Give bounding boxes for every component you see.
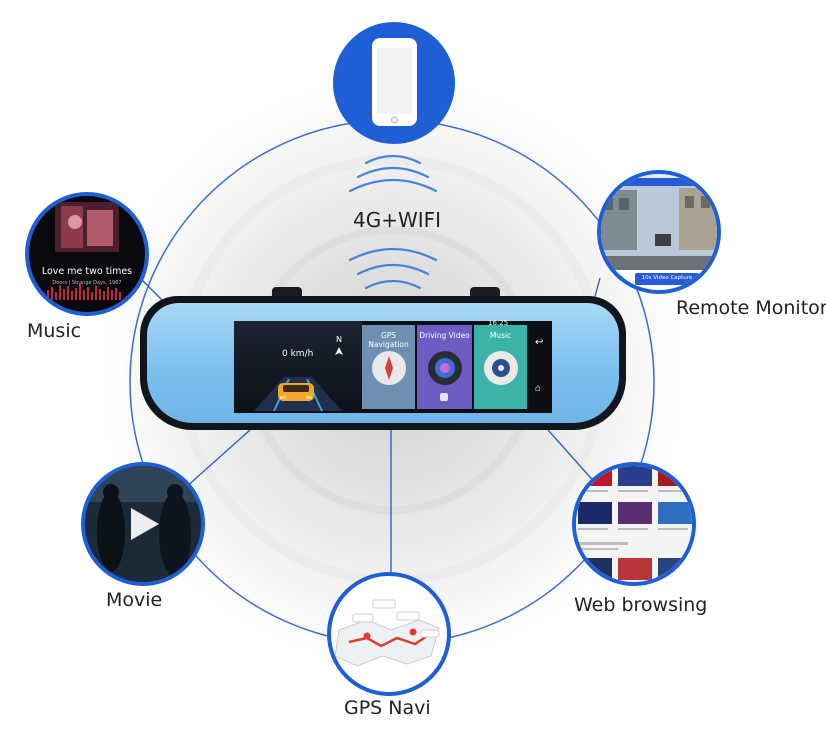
- music-tile[interactable]: Music: [474, 325, 527, 409]
- driving-tile-title: Driving Video: [419, 331, 470, 340]
- speaker-icon: [483, 351, 518, 385]
- wifi-waves-bottom: [348, 247, 438, 290]
- video-grid: [576, 466, 692, 582]
- folded-map-icon: [334, 599, 440, 667]
- web-browsing-thumbnail[interactable]: [572, 462, 696, 586]
- wifi-waves-top: [348, 154, 438, 193]
- music-song-title: Love me two times: [41, 266, 133, 277]
- driving-video-tile[interactable]: Driving Video: [417, 325, 472, 409]
- remote-monitor-thumbnail[interactable]: 10s Video Capture: [597, 170, 721, 294]
- camera-lens-icon: [427, 351, 462, 385]
- connectivity-label: 4G+WIFI: [353, 208, 442, 232]
- compass-north: N: [336, 335, 342, 344]
- mirror-screen: N 0 km/h GPS Navigation: [234, 321, 552, 413]
- back-icon[interactable]: ↩: [535, 337, 544, 348]
- movie-thumbnail[interactable]: [81, 462, 205, 586]
- play-icon[interactable]: [123, 504, 163, 544]
- rearview-mirror-device: N 0 km/h GPS Navigation: [140, 296, 626, 430]
- feature-label-music: Music: [27, 320, 82, 342]
- gps-tile-title: GPS Navigation: [368, 331, 409, 349]
- music-art: [47, 202, 121, 300]
- feature-label-gps-navi: GPS Navi: [344, 697, 431, 719]
- phone-circle: [333, 22, 455, 144]
- record-indicator-icon: [440, 393, 448, 401]
- mirror-surface: N 0 km/h GPS Navigation: [147, 303, 619, 423]
- speed-panel: N 0 km/h: [234, 321, 362, 413]
- music-tile-title: Music: [489, 331, 512, 340]
- movie-scene: [85, 466, 201, 582]
- music-song-subtitle: Doors | Strange Days, 1967: [52, 280, 122, 286]
- feature-label-remote-monitor: Remote Monitor: [676, 297, 826, 319]
- compass-arrow-icon: [335, 347, 343, 355]
- gps-navi-thumbnail[interactable]: [327, 572, 451, 696]
- video-capture-button[interactable]: 10s Video Capture: [641, 275, 693, 281]
- status-clock: 16:25: [488, 319, 509, 327]
- street-view-image: [601, 174, 717, 290]
- compass-icon: [371, 351, 406, 385]
- car-icon: [254, 377, 342, 412]
- speed-readout: 0 km/h: [282, 349, 314, 359]
- gps-navigation-tile[interactable]: GPS Navigation: [362, 325, 415, 409]
- smartphone-icon: [372, 38, 417, 126]
- feature-label-web-browsing: Web browsing: [574, 594, 708, 616]
- home-icon[interactable]: ⌂: [535, 383, 542, 394]
- music-thumbnail[interactable]: Love me two times Doors | Strange Days, …: [25, 192, 149, 316]
- feature-label-movie: Movie: [106, 589, 163, 611]
